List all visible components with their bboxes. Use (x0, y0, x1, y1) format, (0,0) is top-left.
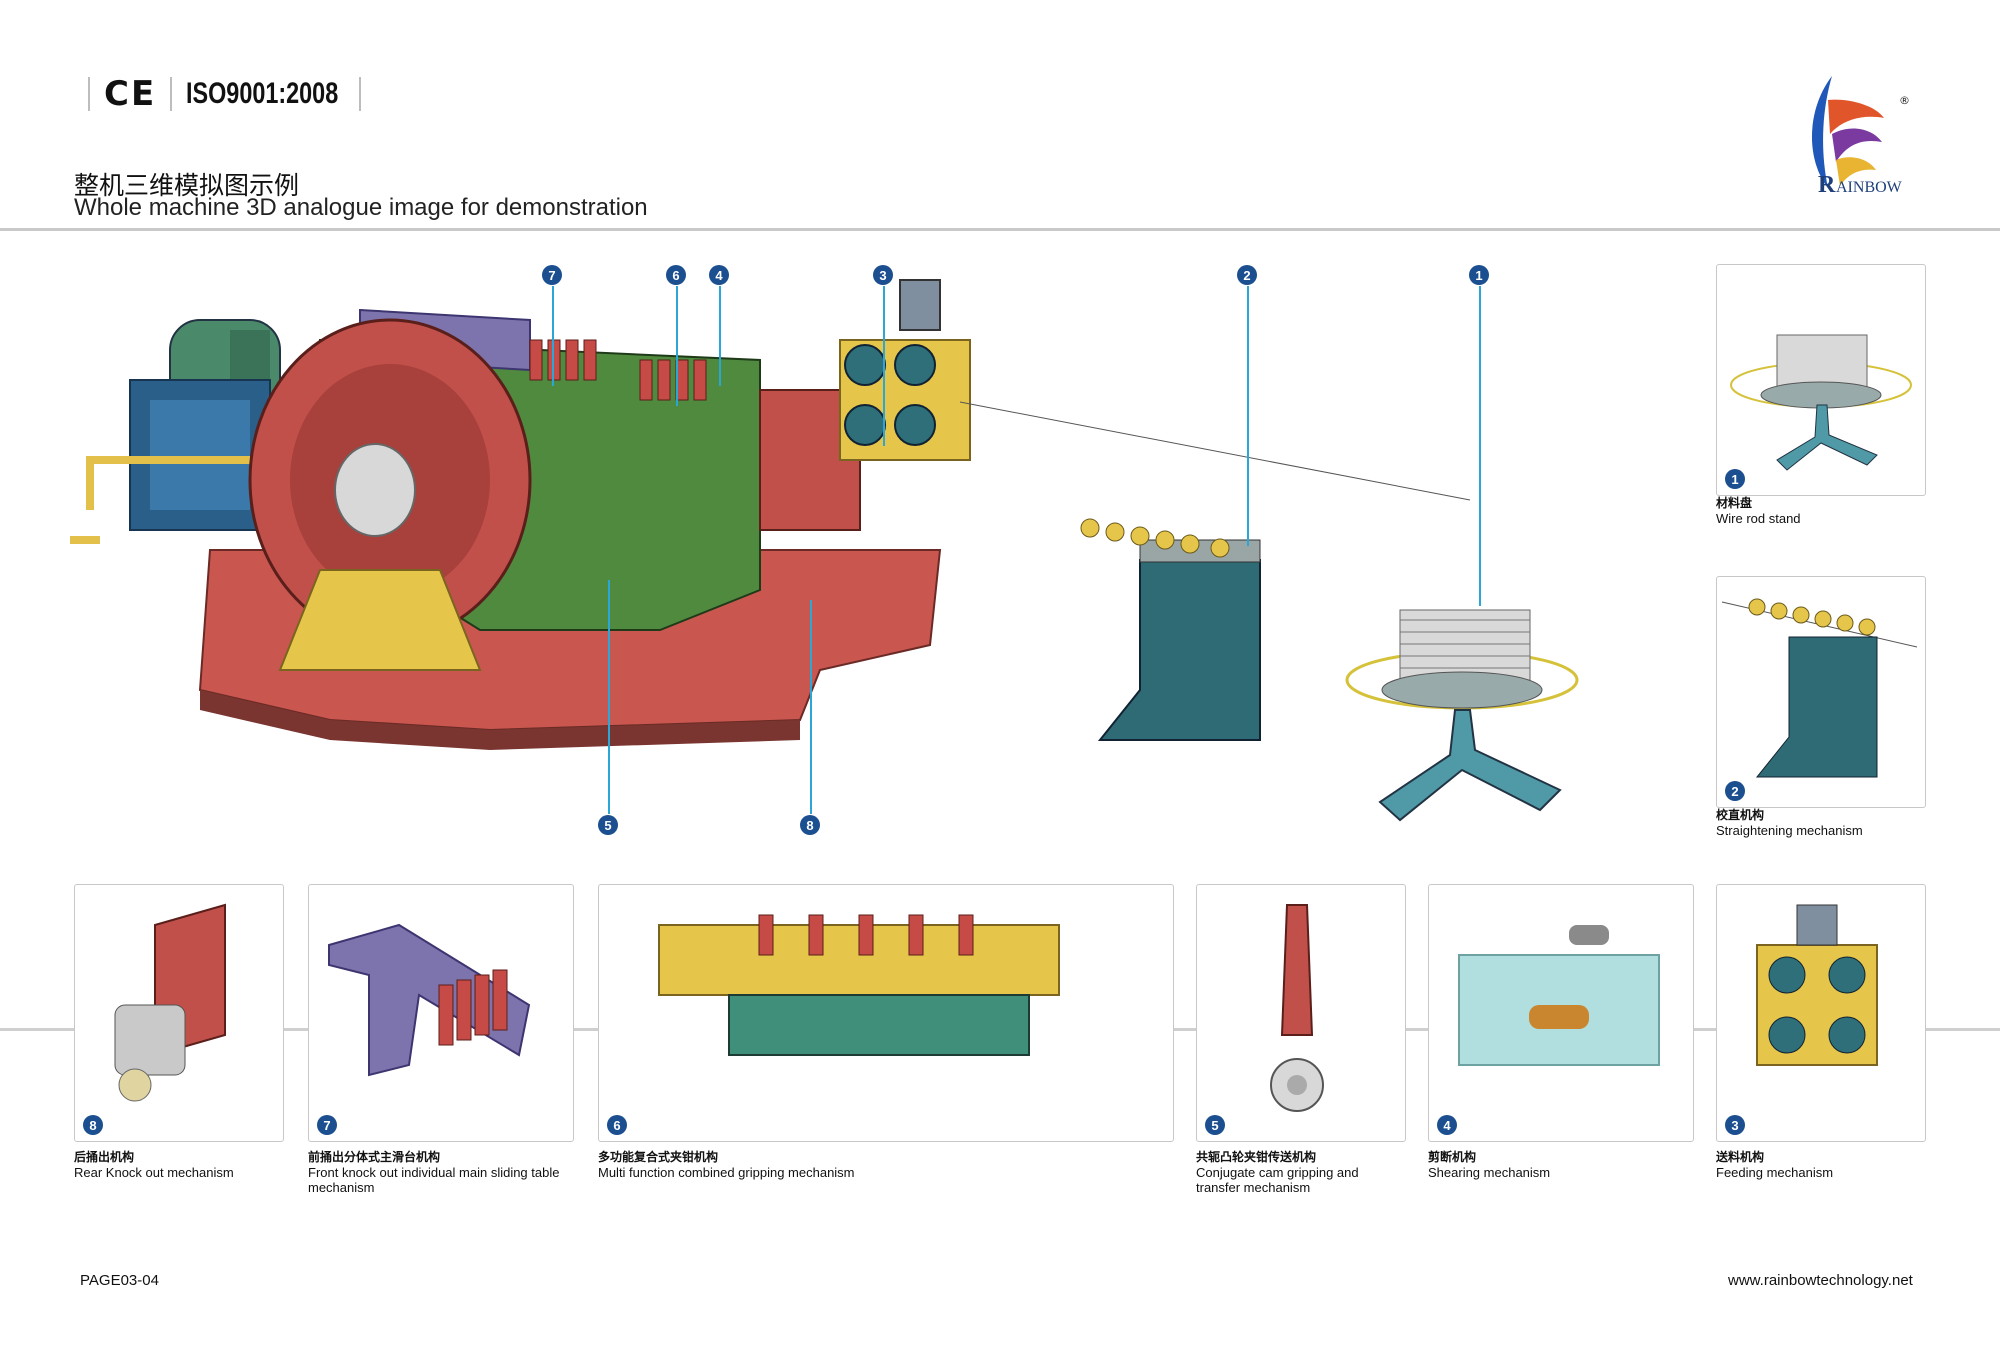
divider (88, 77, 90, 111)
caption-cn: 共轭凸轮夹钳传送机构 (1196, 1150, 1317, 1164)
card-caption: 多功能复合式夹钳机构 Multi function combined gripp… (598, 1150, 855, 1180)
card-caption: 材料盘 Wire rod stand (1716, 496, 1801, 526)
registered-mark: ® (1899, 94, 1910, 107)
marker-4: 4 (709, 265, 729, 285)
card-marker: 3 (1725, 1115, 1745, 1135)
marker-5: 5 (598, 815, 618, 835)
card-marker: 6 (607, 1115, 627, 1135)
marker-6: 6 (666, 265, 686, 285)
certification-bar: CE ISO9001:2008 (74, 74, 375, 114)
card-caption: 后捅出机构 Rear Knock out mechanism (74, 1150, 234, 1180)
caption-cn: 后捅出机构 (74, 1150, 135, 1164)
card-marker: 7 (317, 1115, 337, 1135)
card-multi-function-gripping: 6 (598, 884, 1174, 1142)
rainbow-logo: ® R AINBOW (1776, 70, 1926, 200)
card-marker: 5 (1205, 1115, 1225, 1135)
divider (170, 77, 173, 111)
leader-line (608, 580, 610, 814)
marker-3: 3 (873, 265, 893, 285)
page-title-cn: 整机三维模拟图示例 (74, 172, 300, 200)
caption-en: Multi function combined gripping mechani… (598, 1165, 855, 1180)
card-conjugate-cam: 5 (1196, 884, 1406, 1142)
card-front-knock-out: 7 (308, 884, 574, 1142)
caption-cn: 校直机构 (1716, 808, 1765, 822)
card-caption: 前捅出分体式主滑台机构 Front knock out individual m… (308, 1150, 578, 1195)
leader-line (1247, 286, 1249, 546)
ce-mark: CE (104, 74, 157, 114)
website-link[interactable]: www.rainbowtechnology.net (1728, 1272, 1913, 1289)
marker-2: 2 (1237, 265, 1257, 285)
card-marker: 8 (83, 1115, 103, 1135)
card-straightening-mechanism: 2 (1716, 576, 1926, 808)
header-rule (0, 228, 2000, 231)
iso-mark: ISO9001:2008 (186, 77, 339, 110)
caption-cn: 送料机构 (1716, 1150, 1765, 1164)
caption-en: Conjugate cam gripping and transfer mech… (1196, 1165, 1359, 1195)
card-marker: 2 (1725, 781, 1745, 801)
leader-line (810, 600, 812, 814)
page-number: PAGE03-04 (80, 1272, 159, 1289)
marker-7: 7 (542, 265, 562, 285)
caption-en: Rear Knock out mechanism (74, 1165, 234, 1180)
marker-1: 1 (1469, 265, 1489, 285)
divider (359, 77, 362, 111)
svg-text:R: R (1818, 172, 1836, 198)
card-marker: 4 (1437, 1115, 1457, 1135)
caption-en: Wire rod stand (1716, 511, 1801, 526)
leader-line (552, 286, 554, 386)
card-caption: 剪断机构 Shearing mechanism (1428, 1150, 1550, 1180)
leader-line (1479, 286, 1481, 606)
card-shearing: 4 (1428, 884, 1694, 1142)
card-caption: 共轭凸轮夹钳传送机构 Conjugate cam gripping and tr… (1196, 1150, 1396, 1195)
svg-text:AINBOW: AINBOW (1836, 179, 1903, 196)
card-feeding: 3 (1716, 884, 1926, 1142)
caption-cn: 材料盘 (1716, 496, 1753, 510)
caption-en: Front knock out individual main sliding … (308, 1165, 560, 1195)
caption-en: Feeding mechanism (1716, 1165, 1834, 1180)
caption-en: Straightening mechanism (1716, 823, 1863, 838)
caption-cn: 多功能复合式夹钳机构 (598, 1150, 719, 1164)
card-caption: 送料机构 Feeding mechanism (1716, 1150, 1833, 1180)
card-wire-rod-stand: 1 (1716, 264, 1926, 496)
card-caption: 校直机构 Straightening mechanism (1716, 808, 1863, 838)
leader-line (676, 286, 678, 406)
card-marker: 1 (1725, 469, 1745, 489)
card-rear-knock-out: 8 (74, 884, 284, 1142)
page-title-en: Whole machine 3D analogue image for demo… (74, 194, 648, 221)
whole-machine-illustration (60, 250, 1620, 870)
caption-cn: 剪断机构 (1428, 1150, 1477, 1164)
caption-en: Shearing mechanism (1428, 1165, 1551, 1180)
leader-line (883, 286, 885, 446)
marker-8: 8 (800, 815, 820, 835)
leader-line (719, 286, 721, 386)
caption-cn: 前捅出分体式主滑台机构 (308, 1150, 441, 1164)
